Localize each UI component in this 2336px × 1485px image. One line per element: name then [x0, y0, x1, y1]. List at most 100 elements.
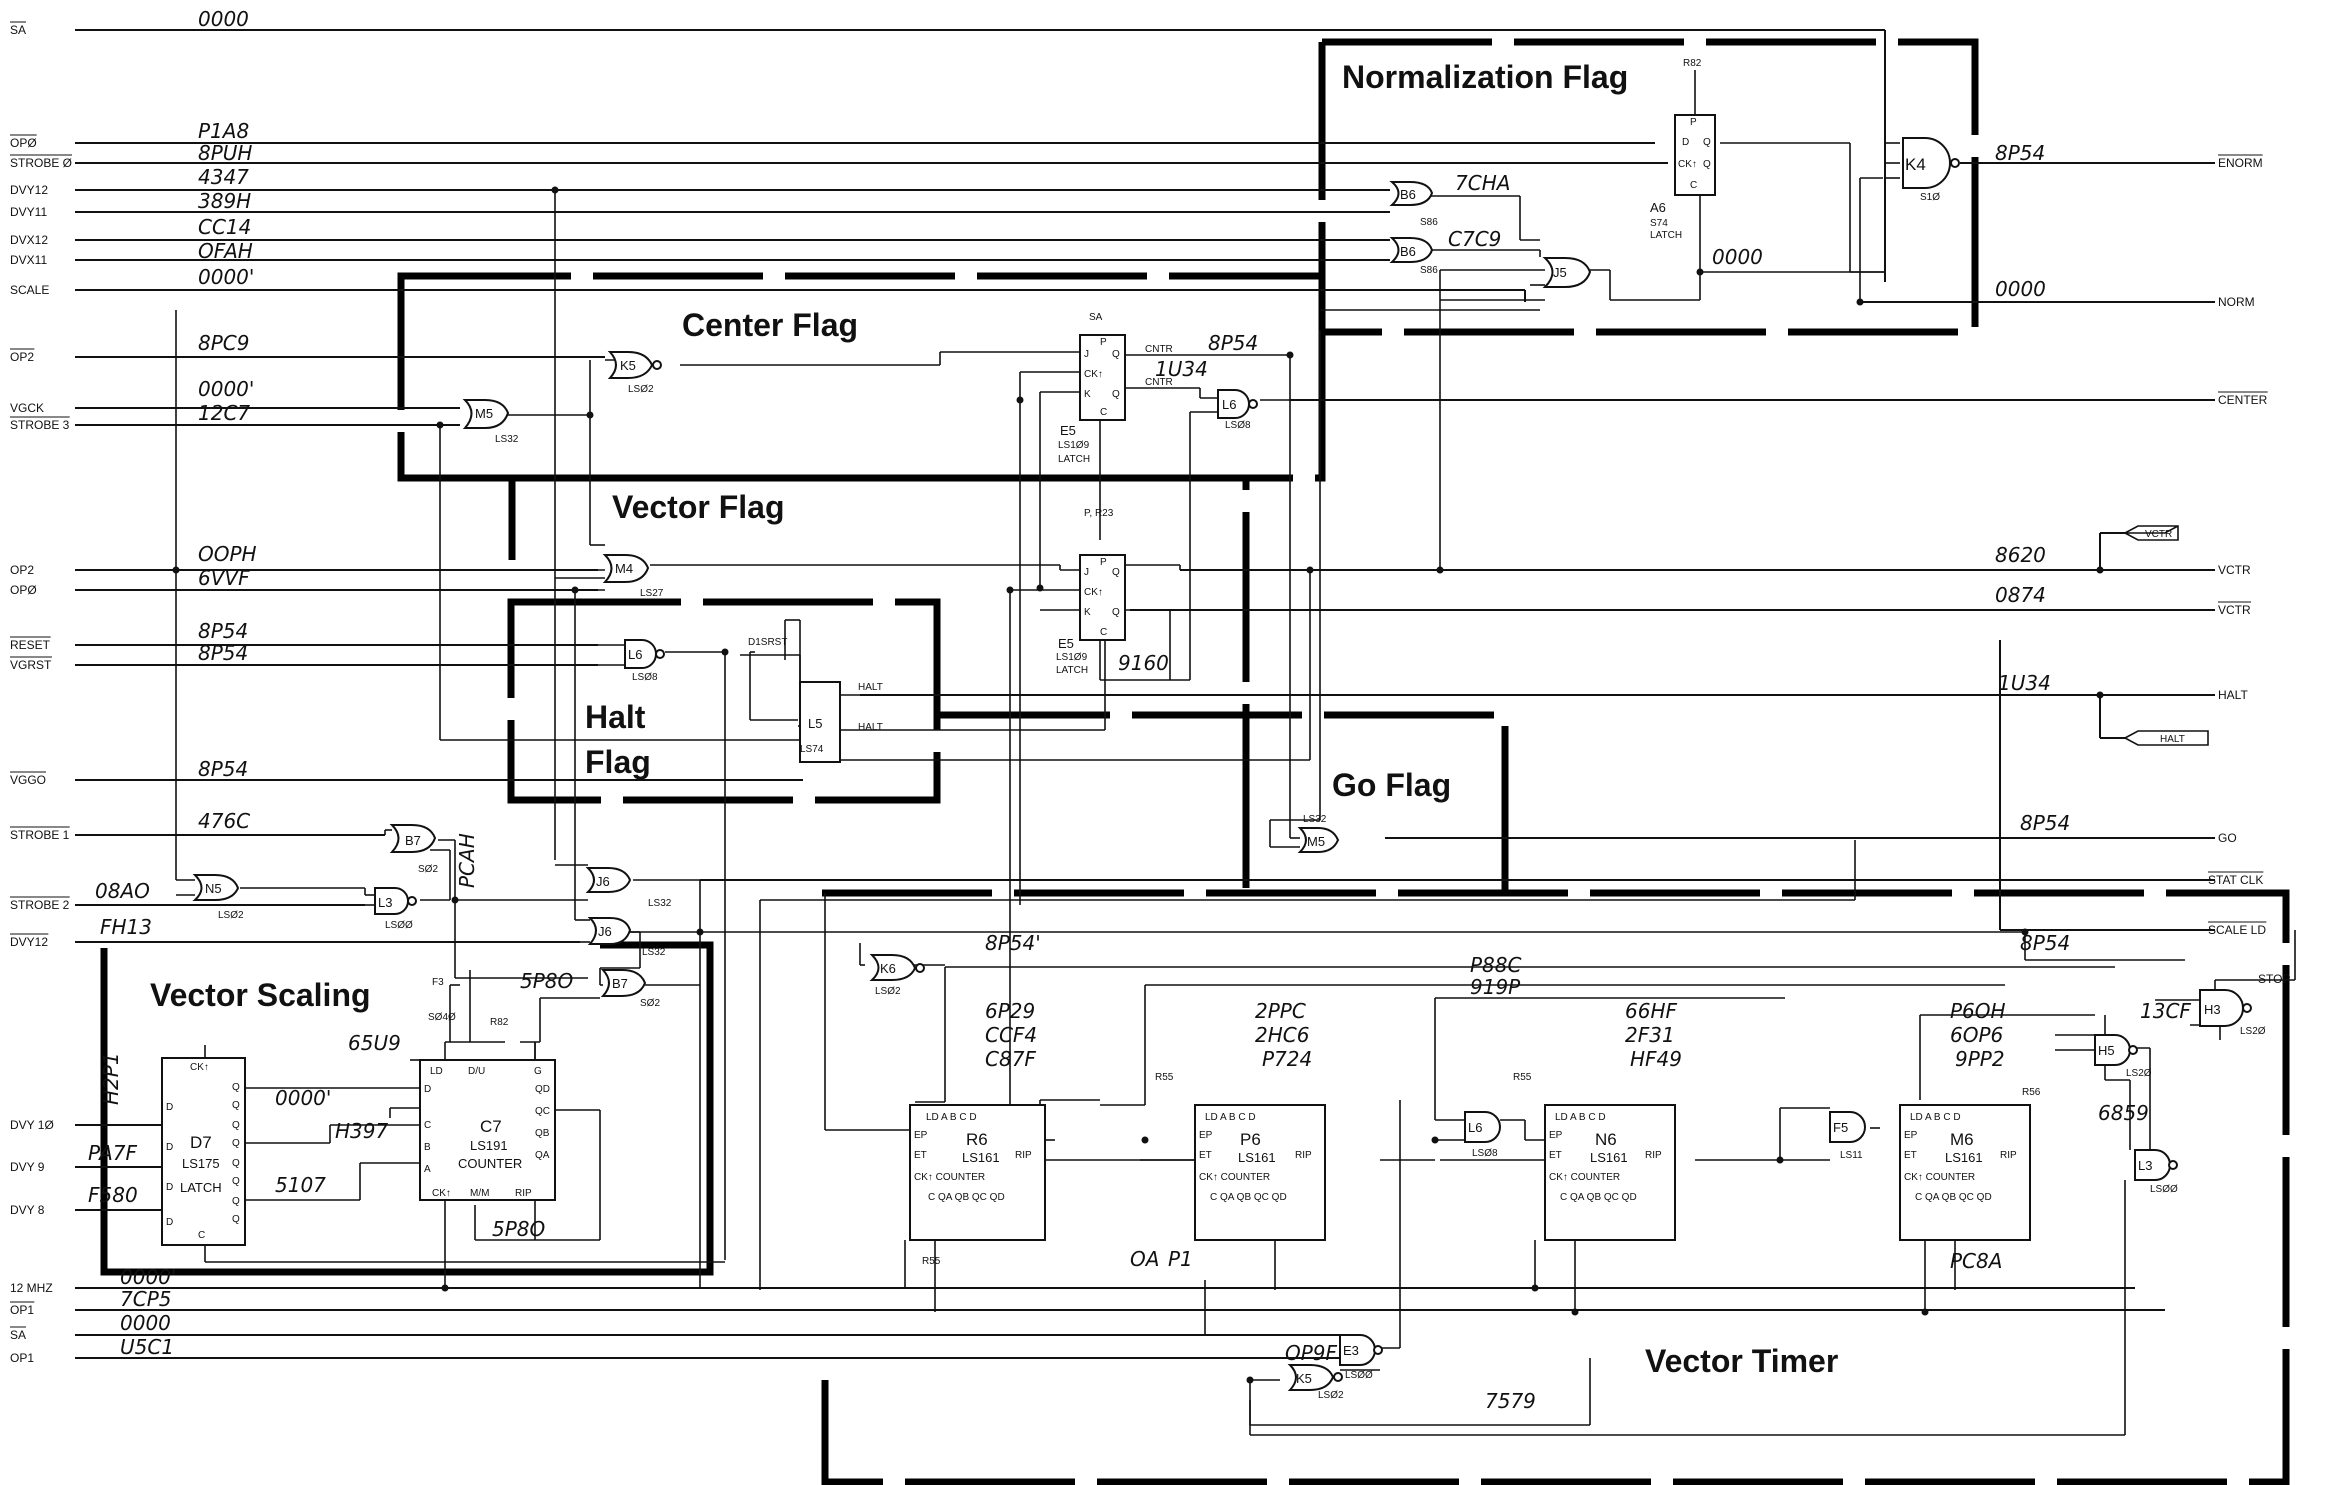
chip-type: LSØ8: [1472, 1148, 1498, 1159]
chip-label: K5: [620, 358, 636, 373]
chip-type: LS161: [1945, 1150, 1983, 1165]
chip-ref: R82: [1683, 58, 1702, 69]
net-label: SØ4Ø: [428, 1012, 456, 1023]
handwritten-note: H2P1: [99, 1052, 123, 1105]
handwritten-note: P88C: [1470, 953, 1522, 977]
vector-timer-region: [821, 889, 2290, 1485]
net-labels: CNTR CNTR HALT HALT D1SRST F3 SØ4Ø R82 R…: [428, 312, 2041, 1267]
chip-type: LSØ2: [875, 986, 901, 997]
chip-l6c: [1464, 1111, 1501, 1143]
handwritten-note: 65U9: [348, 1031, 401, 1055]
svg-text:P: P: [1100, 337, 1107, 348]
svg-text:C: C: [1690, 180, 1697, 191]
handwritten-note: 8P54: [2020, 931, 2070, 955]
handwritten-note: 476C: [198, 809, 250, 833]
handwritten-note: FH13: [100, 915, 152, 939]
svg-text:CK↑: CK↑: [1084, 369, 1103, 380]
handwritten-note: CC14: [198, 215, 251, 239]
handwritten-note: P724: [1262, 1047, 1312, 1071]
chip-type: S74: [1650, 218, 1668, 229]
chip-label: E5: [1058, 636, 1074, 651]
left-signal-label: OP2: [10, 563, 34, 577]
chip-label: E3: [1343, 1343, 1359, 1358]
chip-label: B7: [405, 833, 421, 848]
handwritten-note: C87F: [985, 1047, 1036, 1071]
vector-flag-title: Vector Flag: [612, 489, 785, 525]
handwritten-note: 0000: [1995, 277, 2046, 301]
svg-text:Q: Q: [1112, 389, 1120, 400]
svg-text:Q: Q: [232, 1158, 240, 1169]
svg-text:G: G: [534, 1066, 542, 1077]
chip-label: B7: [612, 976, 628, 991]
left-signal-label: SCALE: [10, 283, 49, 297]
svg-text:D: D: [166, 1142, 173, 1153]
chip-sub: LATCH: [1650, 230, 1682, 241]
chip-type: LSØØ: [385, 920, 413, 931]
right-output-wires: [700, 162, 2215, 931]
svg-text:D: D: [166, 1182, 173, 1193]
chip-type: LS191: [470, 1138, 508, 1153]
chip-label: E5: [1060, 423, 1076, 438]
svg-text:Q: Q: [232, 1176, 240, 1187]
chip-label: N5: [205, 881, 222, 896]
halt-flag-arrow: [2123, 730, 2209, 746]
chip-label: B6: [1400, 244, 1416, 259]
handwritten-note: 8P54: [1208, 331, 1258, 355]
svg-text:C: C: [424, 1120, 431, 1131]
svg-text:Q: Q: [232, 1196, 240, 1207]
left-signal-label: OPØ: [10, 136, 37, 150]
svg-text:EP: EP: [1199, 1130, 1213, 1141]
svg-text:Q: Q: [1112, 349, 1120, 360]
normalization-flag-region: [1318, 38, 1979, 336]
net-label: R55: [922, 1256, 941, 1267]
left-signal-label: VGGO: [10, 773, 46, 787]
chip-r6: [909, 1104, 1046, 1241]
svg-text:Q: Q: [232, 1120, 240, 1131]
handwritten-note: OFAH: [198, 239, 253, 263]
handwritten-note: OA: [1130, 1247, 1159, 1271]
chip-label: M6: [1950, 1130, 1974, 1149]
handwritten-note: 0000': [198, 265, 254, 289]
handwritten-note: OOPH: [198, 542, 257, 566]
handwritten-note: 9160: [1118, 651, 1169, 675]
chip-b7b: [600, 969, 647, 997]
chip-label: L6: [628, 647, 642, 662]
chip-b7a: [389, 824, 437, 853]
svg-text:QC: QC: [535, 1106, 550, 1117]
svg-text:Q: Q: [232, 1138, 240, 1149]
svg-text:C QA QB QC QD: C QA QB QC QD: [1560, 1192, 1637, 1203]
halt-flag-title-line2: Flag: [585, 744, 651, 780]
chip-j6a: [585, 867, 632, 893]
svg-text:K: K: [1084, 389, 1091, 400]
chip-type: LS1Ø9: [1058, 440, 1090, 451]
handwritten-note: 8PUH: [198, 141, 252, 165]
svg-text:C QA QB QC QD: C QA QB QC QD: [928, 1192, 1005, 1203]
handwritten-note: 2PPC: [1255, 999, 1306, 1023]
handwritten-note: 5107: [275, 1173, 326, 1197]
svg-text:QB: QB: [535, 1128, 550, 1139]
handwritten-note: 5P8O: [492, 1217, 545, 1241]
svg-text:LD A B C D: LD A B C D: [1555, 1112, 1606, 1123]
chip-label: C7: [480, 1117, 502, 1136]
center-flag-title: Center Flag: [682, 307, 858, 343]
left-signal-label: STROBE Ø: [10, 156, 72, 170]
chip-label: K5: [1296, 1371, 1312, 1386]
svg-text:Q: Q: [1703, 137, 1711, 148]
chip-label: A6: [1650, 200, 1666, 215]
handwritten-note: P6OH: [1950, 999, 2006, 1023]
handwritten-note: F580: [88, 1183, 138, 1207]
vector-scaling-region: [100, 941, 714, 1276]
svg-text:C: C: [1100, 627, 1107, 638]
left-signal-label: 12 MHZ: [10, 1281, 53, 1295]
chip-type: LS175: [182, 1156, 220, 1171]
chip-p6: [1194, 1104, 1326, 1241]
svg-text:D: D: [166, 1102, 173, 1113]
handwritten-note: U5C1: [120, 1335, 174, 1359]
handwritten-note: 6859: [2098, 1101, 2149, 1125]
handwritten-note: 8P54: [1995, 141, 2045, 165]
chip-sub: LATCH: [1056, 665, 1088, 676]
handwritten-note: PCAH: [455, 833, 479, 888]
right-signal-label: ENORM: [2218, 156, 2263, 170]
chip-label: L6: [1468, 1120, 1482, 1135]
chip-type: LS32: [642, 947, 666, 958]
